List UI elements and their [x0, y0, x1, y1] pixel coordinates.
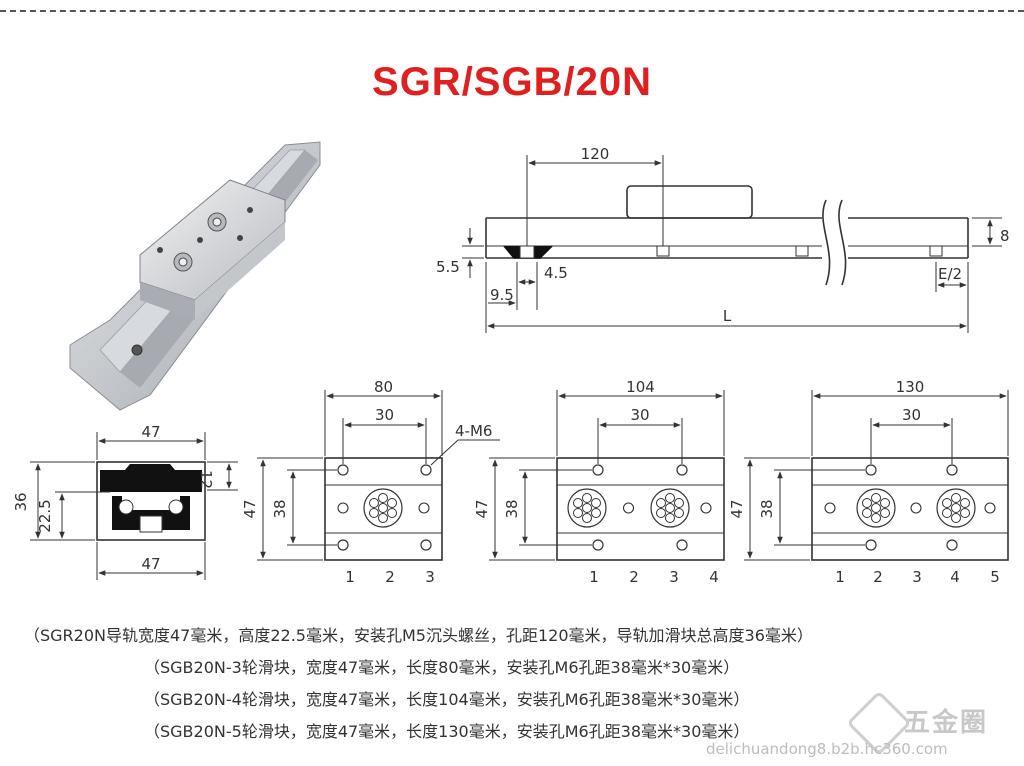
dim-block-length: 130 [896, 378, 925, 396]
wheel-position-number: 2 [385, 568, 395, 586]
cross-section-dimensions [30, 432, 238, 580]
wheel-icon [118, 499, 134, 515]
watermark-brand: 五金圈 [904, 708, 989, 738]
wheel-icon [650, 488, 690, 528]
rail-hole-icon [131, 344, 143, 356]
description-line: （SGR20N导轨宽度47毫米，高度22.5毫米，安装孔M5沉头螺丝，孔距120… [24, 626, 813, 645]
dim-end: E/2 [938, 265, 962, 283]
wheel-position-number: 3 [912, 568, 922, 586]
mount-hole-icon [676, 539, 688, 551]
dim-hole-d: 4.5 [544, 264, 568, 282]
dim-block-width: 47 [241, 499, 259, 518]
mount-hole-icon [592, 539, 604, 551]
wheel-icon [363, 488, 403, 528]
wheel-position-number: 2 [873, 568, 883, 586]
dim-block-length: 80 [374, 378, 393, 396]
block-3-wheel: 80 30 47 38 1 2 3 4-M6 [241, 378, 500, 586]
mount-hole-icon [592, 464, 604, 476]
dim-block-width: 47 [728, 499, 746, 518]
watermark: 五金圈 delichuandong8.b2b.hc360.com [706, 690, 1016, 758]
wheel-icon [212, 217, 222, 227]
mount-hole-icon [946, 539, 958, 551]
dim-hole-y: 38 [758, 499, 776, 518]
mount-hole-icon [337, 539, 349, 551]
side-view-labels: 120 8 5.5 4.5 9.5 E/2 L [436, 145, 1010, 325]
cross-section-labels: 47 47 36 22.5 12 [12, 423, 215, 573]
mount-hole-icon [865, 464, 877, 476]
top-dashed-border [0, 10, 1024, 12]
product-photo [69, 141, 321, 411]
description-line: （SGB20N-4轮滑块，宽度47毫米，长度104毫米，安装孔M6孔距38毫米*… [144, 690, 750, 709]
wheel-position-number: 1 [835, 568, 845, 586]
mount-hole-icon [337, 464, 349, 476]
block-5-wheel: 130 30 47 38 1 2 3 4 5 [728, 378, 1009, 586]
wheel-position-number: 2 [629, 568, 639, 586]
watermark-url: delichuandong8.b2b.hc360.com [706, 740, 948, 758]
wheel-icon [178, 257, 188, 267]
dim-hole-x: 30 [902, 406, 921, 424]
wheel-icon [168, 499, 184, 515]
description-line: （SGB20N-5轮滑块，宽度47毫米，长度130毫米，安装孔M6孔距38毫米*… [144, 722, 750, 741]
dim-rail-h: 8 [1000, 227, 1010, 245]
dim-hole-y: 38 [271, 499, 289, 518]
product-title: SGR/SGB/20N [372, 60, 652, 104]
dim-bottom-width: 47 [141, 555, 160, 573]
wheel-icon [567, 488, 607, 528]
description-line: （SGB20N-3轮滑块，宽度47毫米，长度80毫米，安装孔M6孔距38毫米*3… [144, 658, 740, 677]
dim-length: L [723, 307, 732, 325]
dim-hole-x: 30 [375, 406, 394, 424]
dim-hole-y: 38 [503, 499, 521, 518]
wheel-position-number: 5 [990, 568, 1000, 586]
wheel-position-number: 3 [425, 568, 435, 586]
block-plan-views: 80 30 47 38 1 2 3 4-M6 104 30 47 38 1 2 3 4 130 30 47 38 1 2 3… [241, 378, 1009, 586]
dim-gap: 12 [197, 470, 215, 489]
dim-pitch: 120 [581, 145, 610, 163]
cross-section-drawing [96, 461, 206, 541]
side-view-dimensions [462, 155, 1002, 333]
dim-offset: 9.5 [490, 286, 514, 304]
mount-hole-icon [676, 464, 688, 476]
dim-block-length: 104 [626, 378, 655, 396]
mount-hole-icon [420, 539, 432, 551]
dim-block-width: 47 [473, 499, 491, 518]
side-view-drawing [485, 185, 969, 286]
block-4-wheel: 104 30 47 38 1 2 3 4 [473, 378, 725, 586]
dim-top-width: 47 [141, 423, 160, 441]
wheel-position-number: 4 [950, 568, 960, 586]
mount-hole-icon [946, 464, 958, 476]
dim-rail-height: 22.5 [36, 499, 54, 532]
dim-hole-x: 30 [630, 406, 649, 424]
wheel-position-number: 1 [589, 568, 599, 586]
mount-hole-icon [420, 464, 432, 476]
mount-hole-icon [865, 539, 877, 551]
wheel-position-number: 3 [669, 568, 679, 586]
wheel-position-number: 4 [709, 568, 719, 586]
dim-screw-h: 5.5 [436, 258, 460, 276]
wheel-icon [856, 488, 896, 528]
thread-label: 4-M6 [455, 422, 492, 440]
wheel-icon [936, 488, 976, 528]
wheel-position-number: 1 [345, 568, 355, 586]
dim-height: 36 [12, 492, 30, 511]
